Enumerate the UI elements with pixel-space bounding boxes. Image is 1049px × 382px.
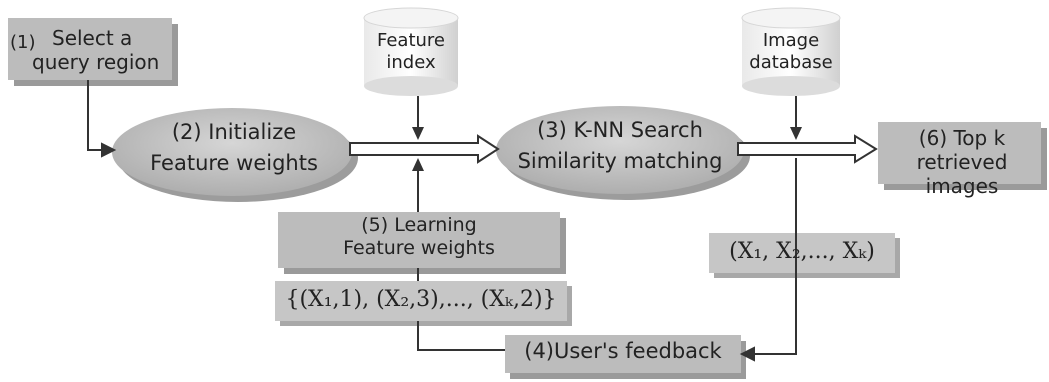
hollow-arrow-knn-to-topk: [737, 134, 878, 164]
arrow-learning-up: [412, 158, 424, 212]
image-database-cylinder: [741, 7, 841, 96]
feature-index-cylinder: [363, 7, 459, 96]
retrieved-formula-box: [709, 233, 900, 278]
hollow-arrow-init-to-knn: [349, 134, 500, 164]
feature-index-line1: Feature: [376, 30, 446, 51]
step-topk-line2: retrieved images: [916, 150, 1008, 198]
step-learning-line2: Feature weights: [343, 236, 495, 259]
step-topk-line1: (6) Top k: [918, 126, 1006, 150]
arrow-feedback-to-learning: [417, 268, 505, 351]
step-init-line2: Feature weights: [150, 151, 318, 176]
step-feedback-box: [505, 335, 746, 379]
step-knn-line2: Similarity matching: [517, 149, 723, 174]
arrow-image-database-down: [790, 96, 802, 140]
step-select-number: (1): [10, 32, 36, 53]
feature-index-label: Feature index: [364, 30, 458, 73]
retrieved-formula: (X₁, X₂,..., Xₖ): [729, 239, 875, 264]
step-select-label: (1) Select a query region: [8, 26, 172, 74]
step-learning-box: [278, 212, 566, 274]
step-feedback-label: (4)User's feedback: [524, 339, 722, 363]
step-init-line1: (2) Initialize: [171, 120, 297, 144]
arrow-feature-index-down: [412, 96, 424, 140]
step-knn-label: (3) K-NN Search Similarity matching: [500, 118, 740, 174]
step-topk-label: (6) Top k retrieved images: [878, 126, 1046, 198]
image-database-label: Image database: [742, 30, 840, 73]
image-database-line2: database: [749, 51, 833, 73]
feedback-set-formula: {(X₁,1), (X₂,3),..., (Xₖ,2)}: [285, 287, 557, 312]
step-init-ellipse: [112, 108, 358, 202]
feedback-set-box: [275, 281, 572, 326]
step-select-line2: query region: [32, 50, 160, 74]
arrow-results-to-feedback: [739, 158, 797, 362]
arrow-select-to-init: [87, 80, 117, 158]
step-learning-line1: (5) Learning: [361, 214, 477, 236]
step-topk-box: [878, 122, 1047, 190]
step-select-box: [8, 18, 178, 86]
step-knn-line1: (3) K-NN Search: [537, 118, 703, 142]
step-init-label: (2) Initialize Feature weights: [120, 120, 348, 176]
step-knn-ellipse: [496, 106, 750, 200]
step-learning-label: (5) Learning Feature weights: [278, 214, 560, 260]
step-select-line1: Select a: [52, 26, 133, 50]
image-database-line1: Image: [762, 30, 820, 51]
feature-index-line2: index: [386, 51, 436, 73]
